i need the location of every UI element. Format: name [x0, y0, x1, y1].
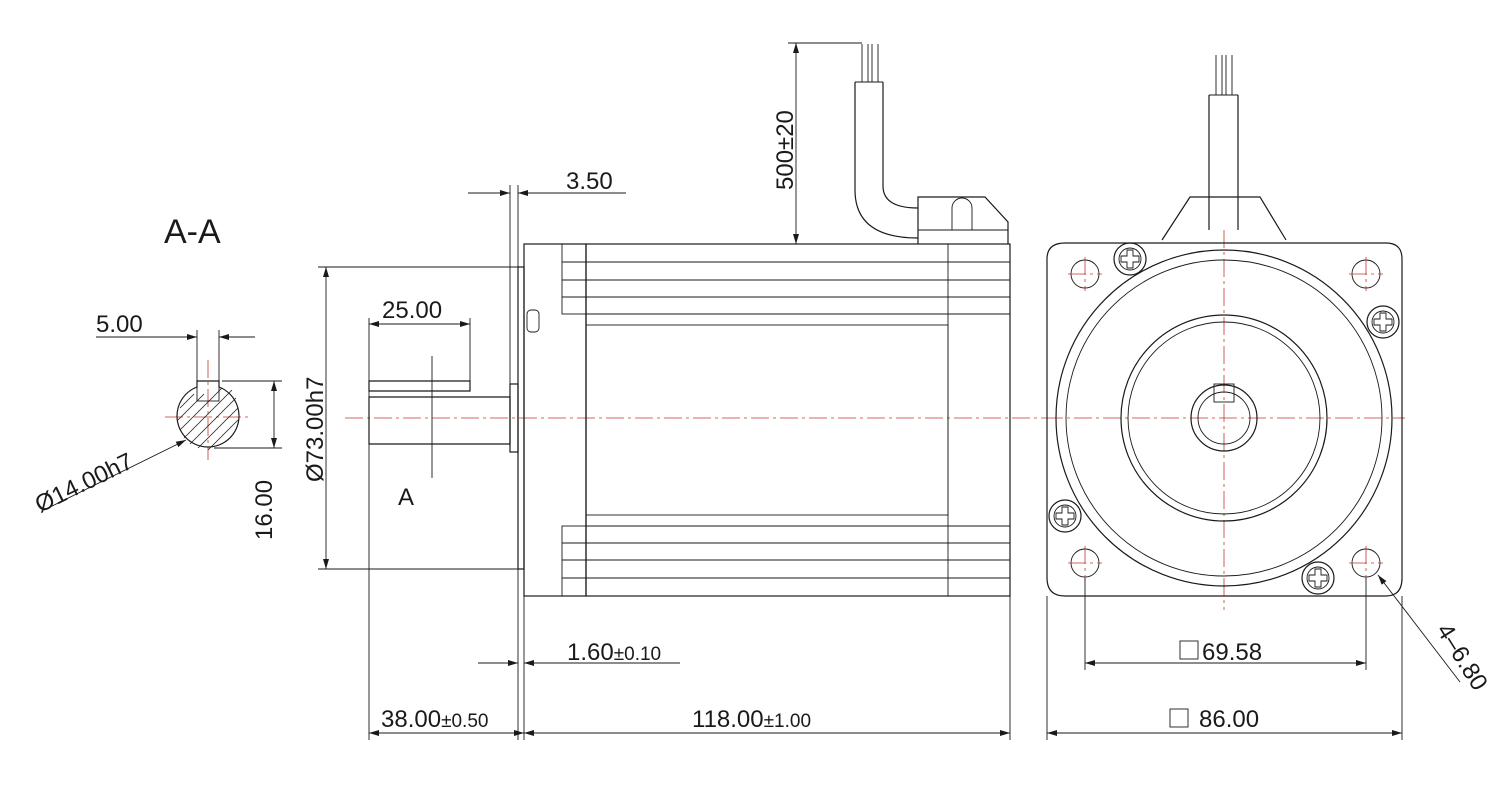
section-title: A-A — [164, 213, 221, 251]
flange-slot — [526, 309, 540, 333]
key-width-label: 5.00 — [96, 311, 143, 338]
spigot-height-tolerance: ±0.10 — [614, 644, 661, 665]
shaft-key — [368, 380, 471, 392]
front-cable-gland — [1161, 196, 1287, 241]
cooling-fins-bottom — [586, 525, 1010, 579]
square-flange — [1046, 242, 1403, 597]
square-symbol-icon — [1169, 708, 1189, 728]
front-view: 69.58 86.00 4–6.80 — [1045, 55, 1493, 740]
flange-diameter-label: Ø73.00h7 — [302, 377, 329, 482]
body-length-value: 118.00 — [692, 706, 764, 733]
shaft-length-tolerance: ±0.50 — [441, 711, 488, 732]
screw-icon — [1366, 305, 1400, 339]
front-shaft — [1190, 384, 1258, 452]
cable-length-label: 500±20 — [772, 110, 799, 190]
mounting-hole — [1068, 257, 1102, 291]
shaft-diameter-label: Ø14.00h7 — [31, 448, 138, 518]
front-cable — [1208, 95, 1239, 230]
body-length-label: 118.00±1.00 — [692, 706, 811, 733]
flange-thickness-label: 3.50 — [566, 168, 613, 195]
housing-circle — [1055, 249, 1393, 587]
mounting-hole — [1349, 546, 1383, 580]
flange-size-label: 86.00 — [1199, 706, 1259, 733]
screw-icon — [1301, 561, 1335, 595]
key-height-label: 16.00 — [251, 480, 278, 540]
cable-gland — [917, 196, 1009, 244]
pilot-circle — [1120, 314, 1328, 522]
screw-icon — [1048, 499, 1082, 533]
spigot-height-value: 1.60 — [567, 639, 614, 666]
shaft-length-value: 38.00 — [381, 706, 441, 733]
section-marker: A — [398, 484, 414, 511]
spigot-height-label: 1.60±0.10 — [567, 639, 661, 666]
shaft-section — [176, 380, 240, 448]
section-hatch — [177, 387, 239, 451]
bolt-spacing-label: 69.58 — [1202, 639, 1262, 666]
mounting-hole — [1068, 546, 1102, 580]
section-view: A-A 5.00 16.00 Ø14.00h7 — [31, 213, 282, 540]
square-symbol-icon — [1179, 640, 1199, 660]
body-length-tolerance: ±1.00 — [764, 711, 811, 732]
side-view: A — [302, 42, 1045, 740]
cooling-fins-top — [586, 261, 1010, 315]
shaft — [368, 396, 511, 445]
screw-icon — [1113, 242, 1147, 276]
front-key — [1213, 383, 1235, 403]
cable — [854, 82, 919, 239]
shaft-length-label: 38.00±0.50 — [381, 706, 488, 733]
key-length-label: 25.00 — [382, 297, 442, 324]
hole-spec-label: 4–6.80 — [1431, 619, 1493, 696]
mounting-hole — [1349, 257, 1383, 291]
